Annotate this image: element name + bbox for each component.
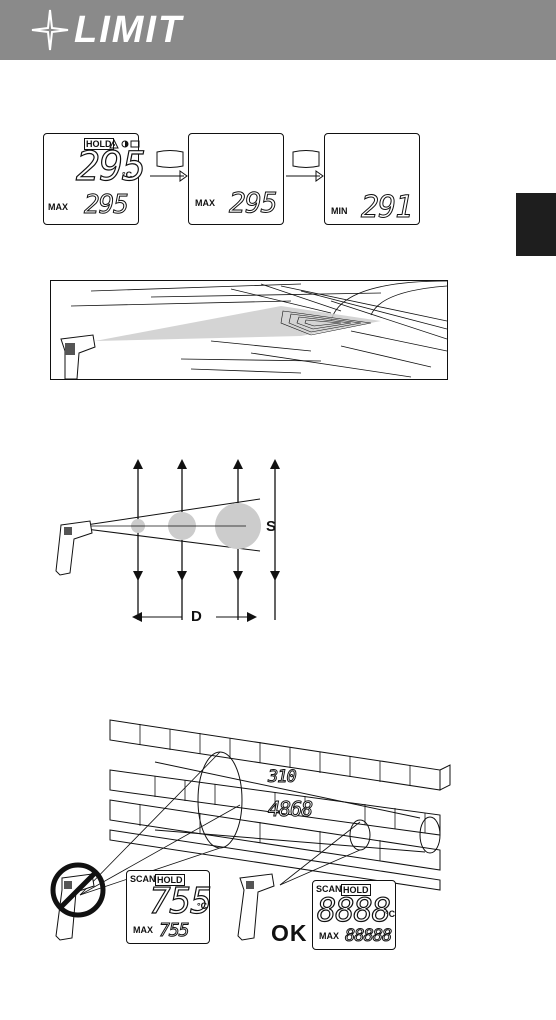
- header-bar: LIMIT: [0, 0, 556, 60]
- max-label: MAX: [48, 202, 68, 212]
- unit-label: °C: [385, 909, 395, 919]
- max-reading: 755: [159, 920, 189, 941]
- button-icon: [291, 150, 321, 170]
- brand-logo: LIMIT: [74, 10, 183, 50]
- wall-reading-mid: 4868: [268, 797, 312, 821]
- lcd-display-max: MAX 295: [188, 133, 284, 225]
- spot-label: S: [266, 518, 276, 535]
- wall-reading-top: 310: [268, 767, 296, 787]
- lcd-display-hold: HOLD 295 °C MAX 295: [43, 133, 139, 225]
- max-reading: 295: [84, 190, 128, 220]
- scan-surface-drawing: [51, 281, 447, 379]
- arrow-right-icon: [150, 170, 190, 190]
- min-reading: 291: [361, 190, 412, 225]
- unit-label: °C: [122, 170, 132, 180]
- lcd-display-ok: SCAN HOLD 8888 °C MAX 88888: [312, 880, 396, 950]
- max-label: MAX: [319, 931, 339, 941]
- brick-wall-figure: [40, 710, 460, 950]
- distance-label: D: [191, 608, 202, 625]
- scan-surface-figure: [50, 280, 448, 380]
- max-label: MAX: [133, 925, 153, 935]
- lcd-display-min: MIN 291: [324, 133, 420, 225]
- main-reading: 8888: [317, 891, 390, 929]
- arrow-right-icon: [286, 170, 326, 190]
- lcd-display-fail: SCAN HOLD 755 °C MAX 755: [126, 870, 210, 944]
- ok-label: OK: [271, 920, 308, 947]
- max-reading: 88888: [345, 926, 391, 946]
- main-reading: 295: [76, 144, 145, 190]
- max-reading: 295: [229, 186, 277, 219]
- max-label: MAX: [195, 198, 215, 208]
- section-tab: [516, 193, 556, 256]
- min-label: MIN: [331, 206, 348, 216]
- unit-label: °C: [197, 901, 207, 911]
- star-cross-icon: [30, 8, 70, 52]
- button-icon: [155, 150, 185, 170]
